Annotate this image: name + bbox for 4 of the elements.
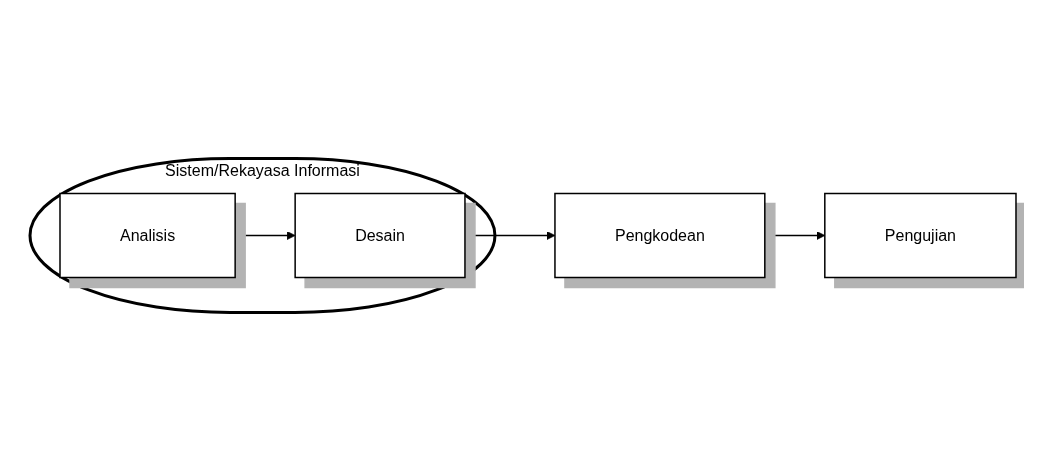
- node-box: Analisis: [59, 192, 236, 279]
- node-box: Pengkodean: [554, 192, 766, 279]
- node-box: Desain: [294, 192, 466, 279]
- node-box: Pengujian: [824, 192, 1017, 279]
